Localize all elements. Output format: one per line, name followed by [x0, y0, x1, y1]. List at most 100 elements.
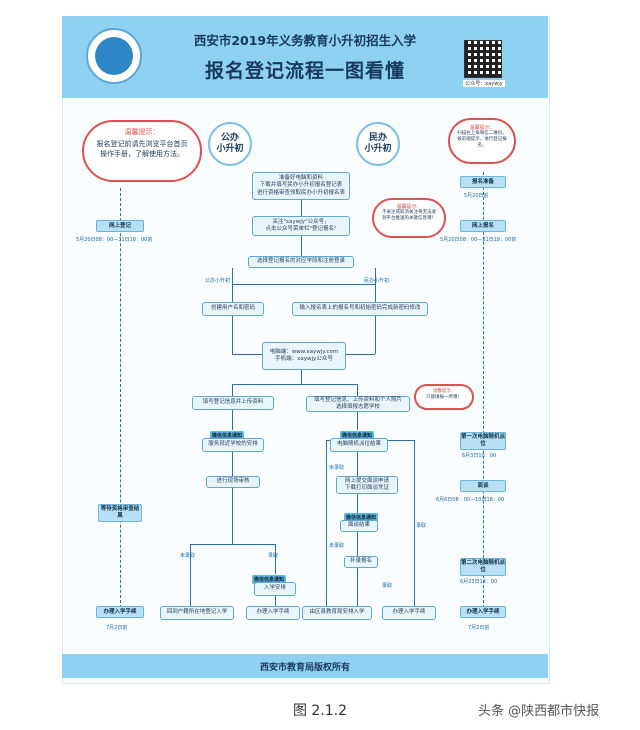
footer-banner	[62, 654, 548, 678]
connector	[326, 440, 327, 606]
left-timeline	[120, 188, 121, 608]
step-supplementary: 补录报名	[344, 556, 378, 568]
step-prepare: 准备好电脑和资料 下载并填写民办小升初报名登记表 进行资格审查领取民办小升初报名…	[252, 172, 350, 200]
tip-left-title: 温馨提示：	[124, 128, 160, 136]
tip-right: 温馨提示： 扫描右上角微信二维码，按前端提示，进行登记报名。	[448, 118, 516, 164]
end-district-arrangement: 由区县教育局安排入学	[302, 606, 372, 620]
not-admitted-label: 未录取	[329, 465, 345, 471]
title-line-2: 报名登记流程一图看懂	[204, 60, 405, 82]
left-timeline-enroll: 办理入学手续	[96, 606, 144, 618]
tip-right-text: 扫描右上角微信二维码，按前端提示，进行登记报名。	[457, 131, 507, 148]
connector	[232, 488, 233, 544]
connector	[232, 316, 233, 354]
connector	[357, 494, 358, 514]
connector	[275, 596, 276, 606]
right-timeline-register: 网上报名	[460, 220, 506, 232]
connector	[335, 354, 375, 355]
public-track-circle: 公办 小升初	[208, 122, 252, 166]
admitted-label: 录取	[268, 553, 279, 559]
private-branch-label: 民办小升初	[364, 278, 390, 284]
step-interview-apply: 网上提交面谈申请 下载打印面谈凭证	[336, 476, 398, 494]
wechat-notice-tag: 微信信息通知	[252, 575, 287, 584]
right-timeline-lottery2: 第二次电脑随机派位	[460, 558, 506, 576]
figure-caption: 图 2.1.2	[292, 703, 348, 719]
qr-code-icon	[464, 40, 502, 78]
connector	[375, 316, 376, 354]
end-enroll-procedure-public: 办理入学手续	[246, 606, 300, 620]
connector	[190, 544, 191, 606]
end-hukou-register: 回到户籍所在地登记入学	[160, 606, 234, 620]
step-enter-number: 输入报名表上的报名号和初始密码完成新密码修改	[292, 302, 428, 316]
connector	[375, 268, 376, 302]
school-logo-icon	[86, 28, 142, 84]
right-timeline-interview: 面谈	[460, 480, 506, 492]
right-timeline-lottery1: 第一次电脑随机派位	[460, 432, 506, 450]
connector	[301, 200, 302, 216]
tip-low-text: 只能填报一所哦！	[426, 395, 462, 400]
tip-mid-text: 不关注或取消关注将无法收到平台推送的关键信息哦！	[382, 210, 436, 221]
connector	[232, 452, 233, 478]
connector	[357, 452, 358, 476]
admitted-label: 录取	[416, 523, 427, 529]
tip-mid-title: 温馨提示：	[396, 204, 422, 210]
step-portals: 电脑端：www.xaywjy.com 手机端：xaywjy公众号	[262, 342, 346, 370]
right-timeline-prepare-date: 5月20日前	[464, 193, 489, 199]
connector	[414, 440, 415, 606]
tip-low: 温馨提示： 只能填报一所哦！	[414, 384, 474, 410]
step-onsite-review: 进行现场审核	[206, 476, 260, 488]
watermark: 头条 @陕西都市快报	[478, 704, 600, 719]
connector	[357, 410, 358, 430]
connector	[357, 532, 358, 558]
connector	[357, 384, 358, 396]
step-public-fill: 填写登记信息并上传资料	[192, 396, 274, 410]
step-follow-account: 关注"xaywjy"公众号， 点击公众号菜单栏"登记报名"	[252, 216, 350, 236]
right-timeline-register-date: 5月20日08：00—31日18：00前	[440, 237, 517, 243]
tip-right-title: 温馨提示：	[469, 125, 495, 131]
right-timeline-lottery1-date: 6月3日10：00	[462, 453, 497, 459]
right-timeline-interview-date: 6月6日08：00—10日18：00	[436, 497, 505, 503]
footer-text: 西安市教育局版权所有	[259, 663, 350, 673]
tip-left-text: 报名登记前请先浏览平台首页操作手册，了解使用方法。	[96, 140, 188, 158]
right-timeline-enroll: 办理入学手续	[460, 606, 506, 618]
step-admission-arrangement: 入学安排	[254, 582, 296, 596]
connector	[232, 268, 233, 302]
connector	[232, 384, 233, 396]
connector	[232, 410, 233, 430]
right-timeline-enroll-date: 7月2日前	[468, 625, 490, 631]
tip-left: 温馨提示： 报名登记前请先浏览平台首页操作手册，了解使用方法。	[82, 120, 202, 182]
wechat-notice-tag: 微信信息通知	[210, 431, 245, 440]
not-admitted-label: 未录取	[329, 543, 345, 549]
left-timeline-enroll-date: 7月2日前	[106, 625, 128, 631]
connector	[232, 284, 376, 285]
connector	[275, 544, 276, 574]
right-timeline	[483, 172, 484, 608]
left-timeline-register: 网上登记	[96, 220, 144, 232]
connector	[232, 384, 358, 385]
step-select-register: 选择登记报名的对应学段和注册登录	[248, 256, 354, 268]
step-lottery-result: 电脑随机派位结果	[330, 438, 388, 452]
step-private-fill: 填写登记信息、上传资料和个人照片 选择填报志愿学校	[306, 396, 410, 412]
end-enroll-procedure-private: 办理入学手续	[382, 606, 436, 620]
qr-label: 公众号：xaywjy	[463, 80, 505, 87]
connector	[357, 568, 358, 606]
connector	[232, 354, 272, 355]
step-nearby-school: 服务就近学校的安排	[202, 438, 264, 452]
step-create-account: 创建用户名和密码	[202, 302, 264, 316]
wechat-notice-tag: 微信信息通知	[344, 513, 379, 522]
connector	[301, 370, 302, 384]
not-admitted-label: 未录取	[180, 553, 196, 559]
private-track-circle: 民办 小升初	[356, 122, 400, 166]
left-timeline-wait: 等待资格审查结果	[98, 504, 142, 522]
title-line-1: 西安市2019年义务教育小升初招生入学	[193, 33, 417, 48]
left-timeline-register-date: 5月20日08：00—31日18：00前	[76, 237, 153, 243]
tip-mid: 温馨提示： 不关注或取消关注将无法收到平台推送的关键信息哦！	[372, 198, 446, 238]
admitted-label: 录取	[382, 583, 393, 589]
public-branch-label: 公办小升初	[205, 278, 231, 284]
connector	[301, 236, 302, 256]
connector	[190, 544, 276, 545]
step-interview-result: 面谈结果	[340, 520, 378, 532]
tip-low-title: 温馨提示：	[432, 389, 456, 394]
right-timeline-lottery2-date: 6月23日14：00	[460, 579, 498, 585]
right-timeline-prepare: 报名准备	[460, 176, 506, 188]
wechat-notice-tag: 微信信息通知	[340, 431, 375, 440]
